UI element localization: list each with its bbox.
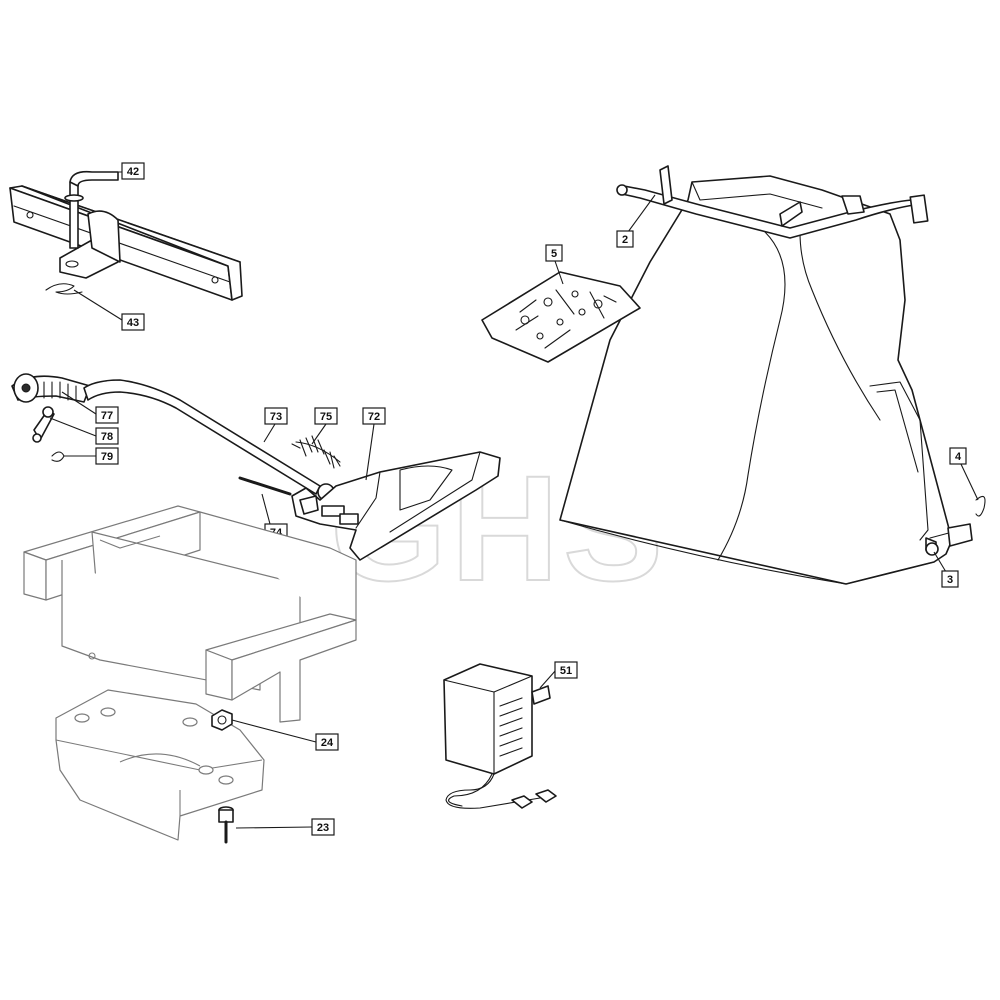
callout-79: 79 [64,447,119,465]
bracket-72 [291,451,501,561]
svg-text:73: 73 [270,411,282,423]
bolt-23 [218,806,234,844]
nut-24 [211,709,233,731]
hardware-bag [481,271,641,363]
callout-51: 51 [539,661,578,689]
bag-handle-frame [616,165,929,239]
lever-link-78 [32,406,55,443]
callout-2: 2 [616,194,656,248]
svg-text:42: 42 [127,166,139,178]
rod-74 [238,476,292,496]
svg-text:2: 2 [622,234,628,246]
svg-text:43: 43 [127,317,139,329]
svg-text:75: 75 [320,411,332,423]
clip-79 [51,451,65,462]
callout-3: 3 [933,551,959,588]
callout-23: 23 [235,818,335,836]
svg-text:24: 24 [321,737,334,749]
ballast-weight [55,689,265,841]
callout-75: 75 [311,407,338,445]
svg-text:79: 79 [101,451,113,463]
callout-43: 43 [73,289,145,331]
spring-75 [291,435,341,469]
mower-chassis [23,505,357,723]
callout-5: 5 [545,244,564,285]
svg-text:4: 4 [955,451,962,463]
svg-text:3: 3 [947,574,953,586]
callout-77: 77 [61,391,119,424]
lift-lever [11,373,335,501]
callout-4: 4 [949,447,979,501]
svg-text:51: 51 [560,665,572,677]
svg-text:72: 72 [368,411,380,423]
svg-text:77: 77 [101,410,113,422]
svg-text:23: 23 [317,822,329,834]
hitch-rail-assembly [9,170,243,301]
battery-charger [443,663,557,809]
callout-72: 72 [362,407,386,481]
svg-text:78: 78 [101,431,113,443]
callout-24: 24 [231,719,339,751]
callout-78: 78 [49,417,119,445]
callout-42: 42 [96,162,145,180]
callout-73: 73 [263,407,288,443]
svg-text:5: 5 [551,248,557,260]
bag-side-rod [925,495,986,556]
